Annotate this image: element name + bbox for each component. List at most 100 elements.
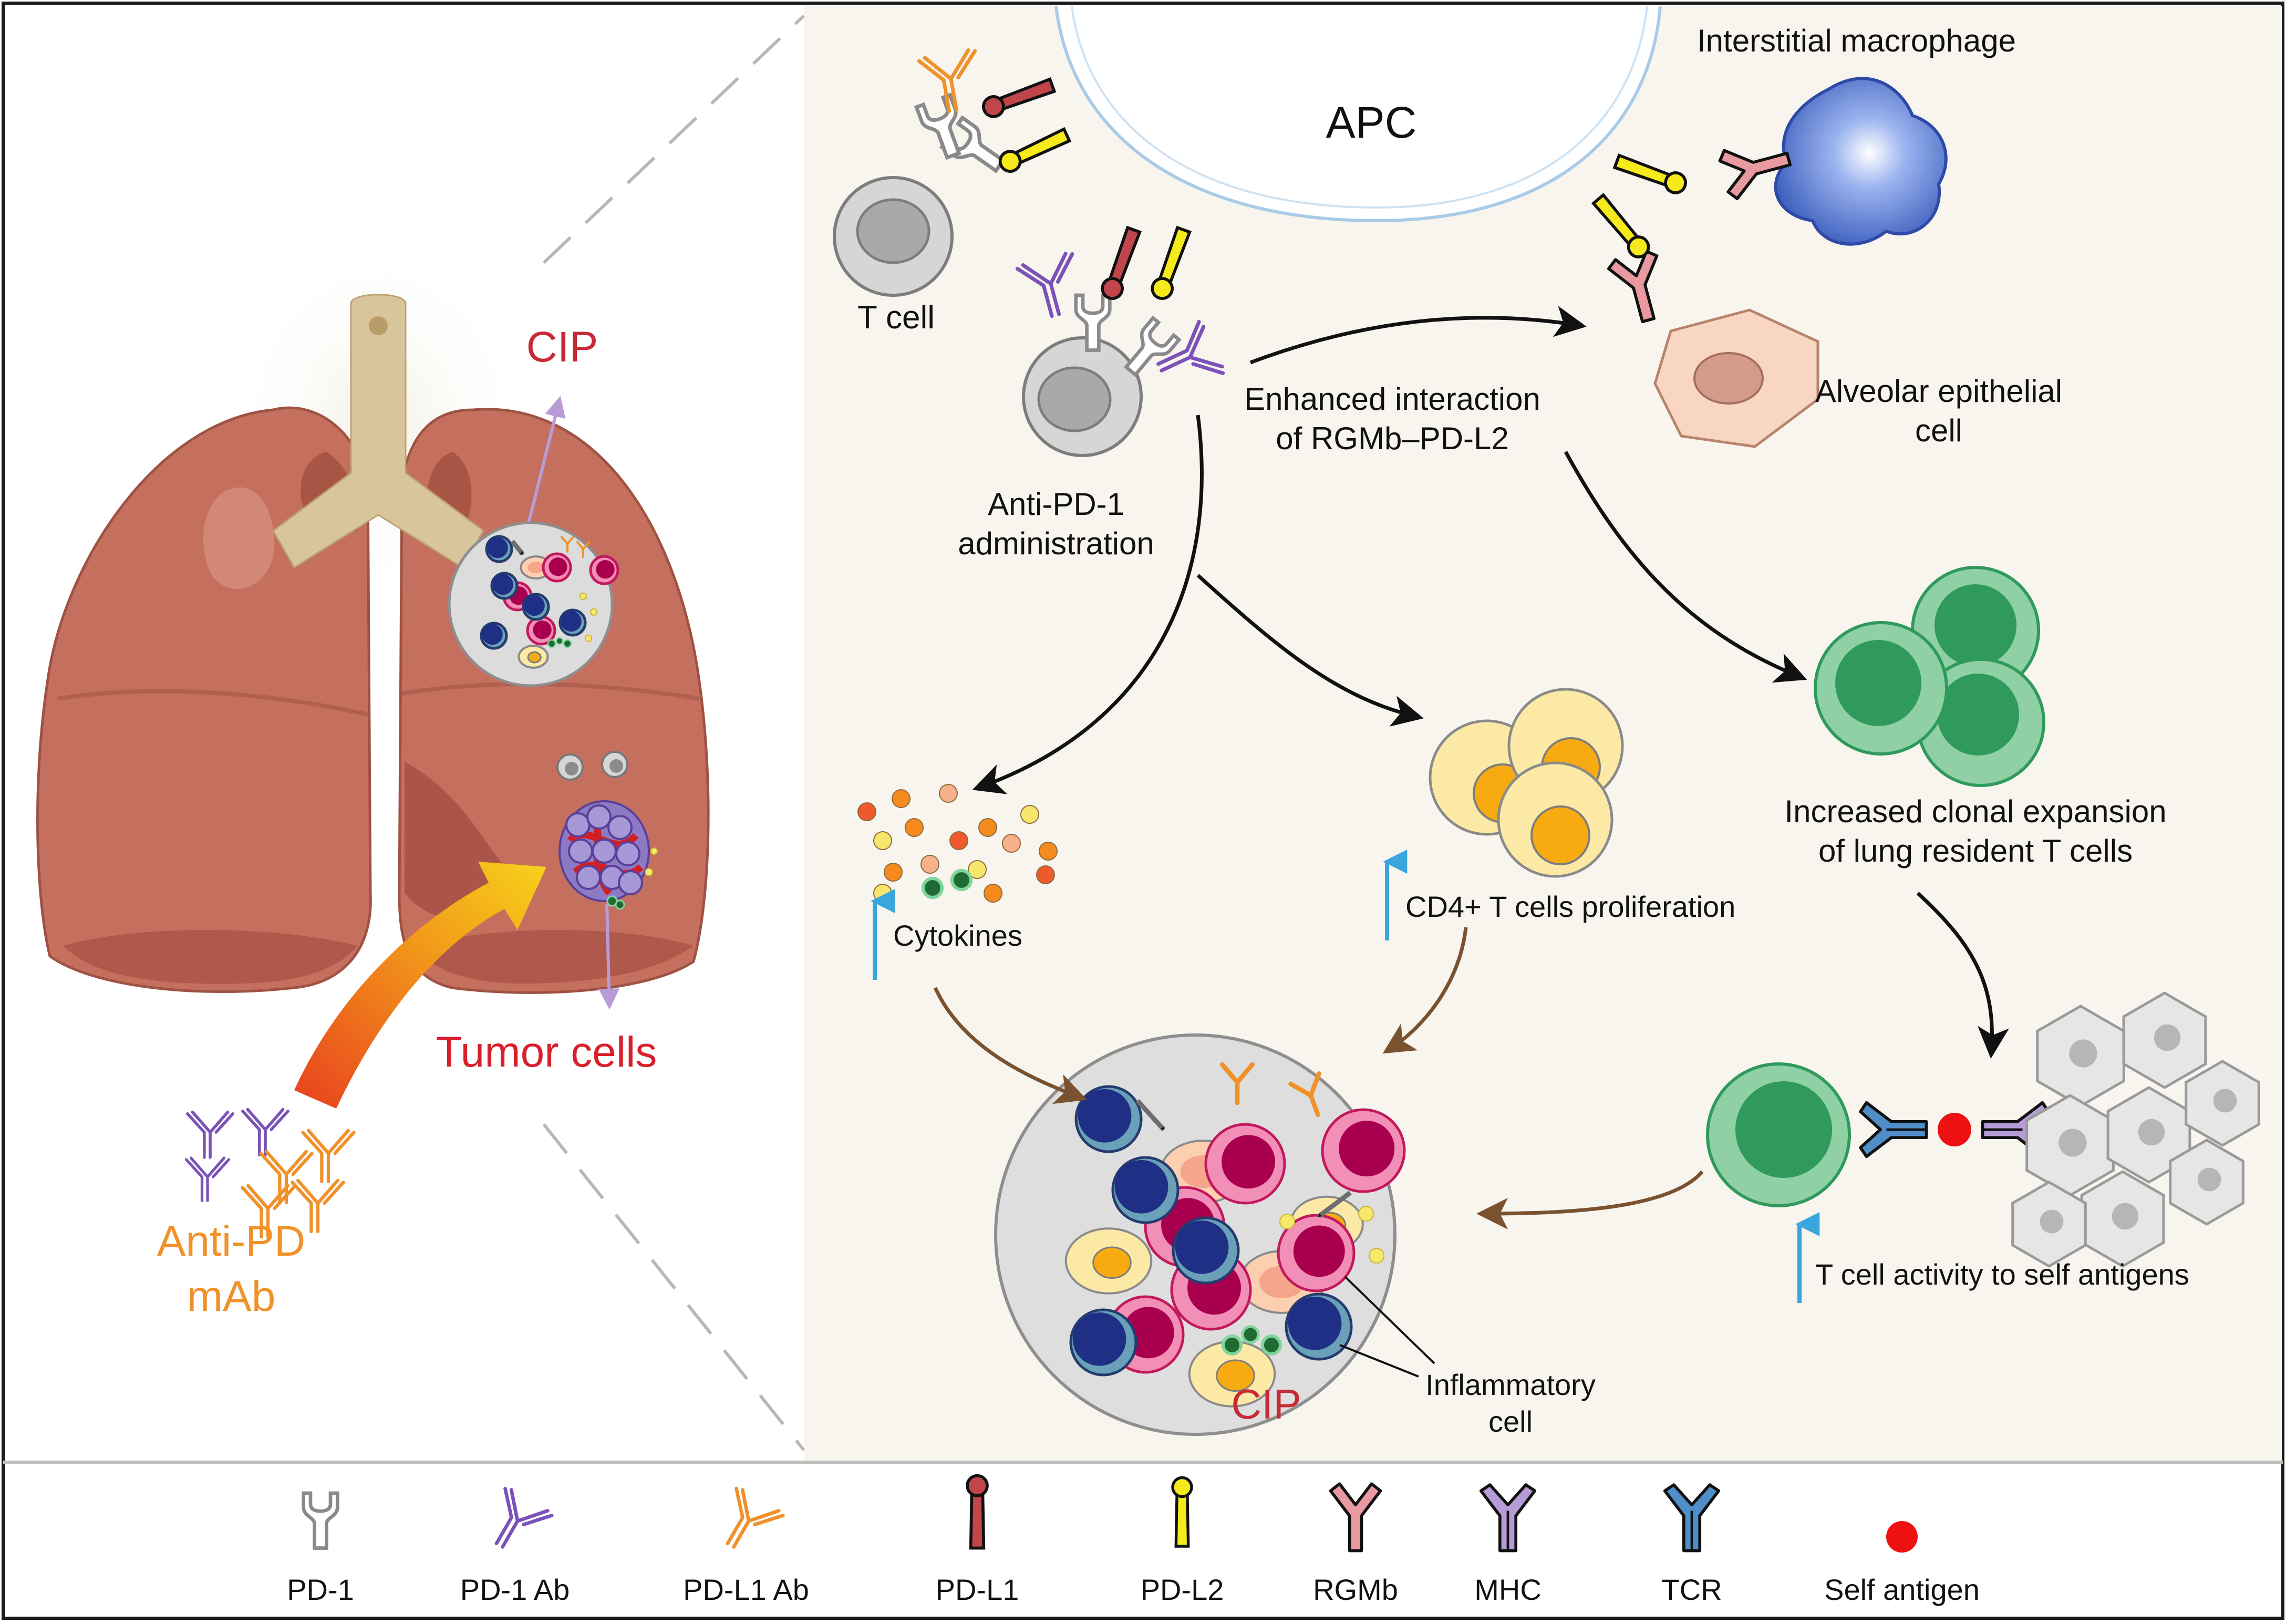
legend-label: PD-L1 Ab	[683, 1573, 809, 1606]
cell-nucleus	[524, 595, 545, 616]
lung-tumor	[556, 751, 658, 1010]
cytokine-dot	[873, 884, 892, 903]
small-cell	[615, 899, 625, 910]
epithelial-nucleus	[2213, 1089, 2237, 1113]
cell-nucleus	[1175, 1220, 1229, 1274]
pdl1-antibody-icon	[710, 1487, 784, 1560]
small-cell	[921, 876, 944, 899]
anti-pd-label-2: mAb	[187, 1273, 276, 1320]
enhanced-label-2: of RGMb–PD-L2	[1276, 421, 1509, 456]
cell-nucleus	[1078, 1089, 1132, 1143]
arrow-to-self-antigen	[1916, 892, 2009, 1059]
antibody-icon	[576, 541, 590, 558]
cip-main-circle	[994, 1033, 1435, 1436]
apc-label: APC	[1326, 98, 1417, 147]
cytokine-dot	[884, 863, 903, 882]
cell-nucleus	[527, 651, 542, 664]
increased-label-1: Increased clonal expansion	[1784, 794, 2166, 829]
antibody-icon	[561, 536, 574, 553]
tumor-cell	[586, 804, 612, 830]
tumor-cells-label: Tumor cells	[436, 1028, 657, 1076]
cytokine-dot	[905, 818, 924, 837]
epithelial-nucleus	[2059, 1129, 2087, 1157]
cd4-t-cells	[1429, 688, 1624, 878]
lung-cip-label: CIP	[526, 323, 598, 371]
arrow-to-resident-cells	[1564, 451, 1807, 683]
particle	[1358, 1206, 1374, 1222]
cytokine-dot	[939, 784, 958, 803]
cell-nucleus	[527, 562, 544, 573]
pd1-antibody-icon	[243, 1110, 288, 1155]
tumor-cell	[615, 841, 640, 866]
arrow-cytokines-to-cip	[933, 987, 1088, 1104]
lung-cip-inset	[448, 396, 619, 687]
epithelial-nucleus	[2197, 1167, 2221, 1192]
epithelial-nucleus	[2069, 1039, 2097, 1068]
epithelial-nucleus	[2040, 1209, 2064, 1234]
small-cell	[555, 637, 564, 645]
mhc-icon	[1481, 1485, 1535, 1550]
right-lung-lobe-line	[401, 681, 699, 701]
arrow-to-macrophage	[1249, 306, 1587, 365]
epithelial-nucleus	[2112, 1203, 2139, 1230]
cell-nucleus	[1288, 1296, 1342, 1350]
cell-nucleus	[561, 611, 582, 632]
anti-pd1-label-2: administration	[958, 526, 1154, 561]
tumor-cell	[568, 839, 593, 864]
cell-nucleus	[1114, 1160, 1168, 1214]
cell-nucleus	[596, 560, 615, 579]
small-cell	[950, 868, 973, 892]
antibody-icon	[1220, 1062, 1255, 1105]
inflammatory-label-1: Inflammatory	[1425, 1368, 1596, 1401]
rgmb-icon	[1331, 1484, 1381, 1550]
cell-nucleus	[487, 537, 508, 558]
cell-nucleus	[1222, 1135, 1275, 1189]
t-cell-mini-nucleus	[609, 759, 623, 773]
arrow-to-cytokines	[972, 415, 1204, 794]
cytokine-dot	[892, 789, 911, 808]
inflammatory-label-2: cell	[1488, 1405, 1533, 1438]
cytokine-dot	[873, 831, 892, 850]
tumor-cell	[576, 865, 601, 890]
cell-nucleus	[1092, 1246, 1132, 1279]
antibody-icon	[1288, 1071, 1321, 1118]
anti-pd-big-arrow	[294, 862, 546, 1109]
cytokine-dot	[1020, 805, 1039, 824]
particle	[585, 635, 592, 642]
self-antigen-icon	[1886, 1521, 1918, 1553]
tumor-cell	[565, 812, 591, 837]
tumor-cell	[592, 839, 617, 864]
alveolar-epithelial-cell	[1591, 193, 1819, 448]
interstitial-macrophage	[1613, 77, 1948, 246]
cytokines-label: Cytokines	[893, 919, 1022, 952]
alveolar-label-1: Alveolar epithelial	[1815, 374, 2062, 409]
left-lung-lobe-line	[57, 689, 368, 717]
cytokine-dot	[920, 855, 939, 874]
increased-label-2: of lung resident T cells	[1818, 833, 2133, 868]
cytokine-dot	[978, 818, 997, 837]
particle	[580, 593, 587, 600]
cell-nucleus	[533, 620, 552, 639]
cell-nucleus	[482, 624, 503, 645]
legend-label: PD-1	[287, 1573, 354, 1606]
macrophage-label: Interstitial macrophage	[1697, 23, 2016, 58]
t-cell-anti-pd1	[1017, 226, 1225, 457]
legend-label: PD-1 Ab	[460, 1573, 570, 1606]
self-antigen-presentation	[1706, 991, 2260, 1268]
small-cell	[547, 639, 556, 648]
arrow-tcell-to-cip	[1476, 1170, 1704, 1229]
pdl2-ligand-icon	[1173, 1478, 1192, 1547]
epithelial-nucleus	[2154, 1024, 2181, 1051]
small-cell	[1261, 1335, 1282, 1356]
cytokine-dot	[968, 860, 987, 879]
cytokine-dot	[1002, 834, 1021, 853]
zoom-line-top	[542, 14, 805, 264]
small-cell	[563, 639, 572, 648]
small-cell	[1241, 1325, 1260, 1344]
particle	[590, 608, 597, 616]
particle	[1279, 1214, 1295, 1229]
